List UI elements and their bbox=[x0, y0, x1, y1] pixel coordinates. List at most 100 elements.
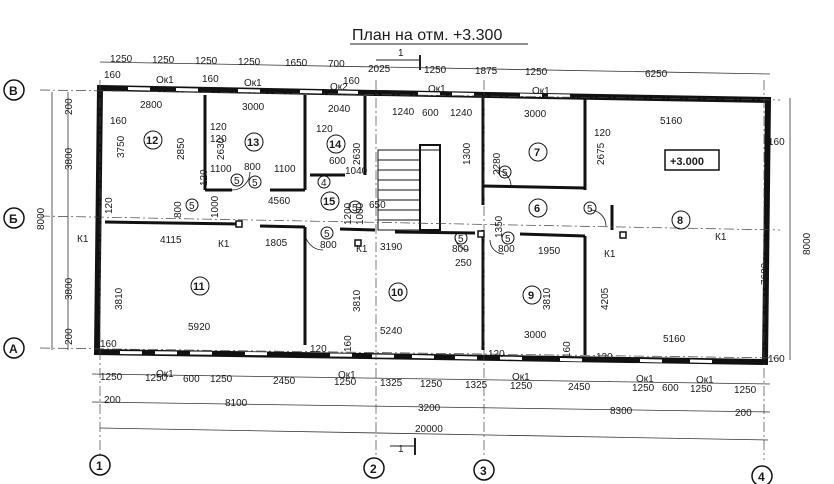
axis-label-v: В bbox=[9, 84, 18, 98]
room-8: 8 bbox=[677, 215, 683, 227]
svg-text:1100: 1100 bbox=[210, 164, 232, 175]
svg-text:5: 5 bbox=[505, 234, 511, 245]
svg-text:120: 120 bbox=[594, 128, 611, 139]
room-13: 13 bbox=[247, 137, 259, 149]
svg-text:2025: 2025 bbox=[368, 64, 391, 75]
svg-text:160: 160 bbox=[768, 354, 785, 365]
svg-text:5: 5 bbox=[502, 168, 508, 179]
svg-text:8300: 8300 bbox=[610, 406, 633, 417]
svg-text:1250: 1250 bbox=[734, 385, 757, 396]
svg-text:5240: 5240 bbox=[380, 326, 403, 337]
room-numbers: 11 12 13 14 15 6 7 8 9 10 bbox=[143, 130, 691, 305]
room-12: 12 bbox=[146, 135, 158, 147]
svg-text:Ок1: Ок1 bbox=[512, 372, 530, 383]
axis-bubbles: В Б А 1 2 3 4 bbox=[3, 79, 773, 484]
svg-text:800: 800 bbox=[173, 201, 184, 218]
room-14: 14 bbox=[329, 139, 342, 151]
svg-text:К1: К1 bbox=[77, 234, 89, 245]
svg-text:3750: 3750 bbox=[116, 135, 127, 158]
svg-text:4205: 4205 bbox=[600, 287, 611, 310]
svg-text:250: 250 bbox=[455, 258, 472, 269]
svg-text:К1: К1 bbox=[715, 232, 727, 243]
svg-text:1650: 1650 bbox=[285, 58, 308, 69]
axis-bubble-2 bbox=[363, 457, 385, 479]
dims-bottom-row1: 1250 1250 600 1250 2450 1250 1325 1250 1… bbox=[100, 372, 757, 396]
svg-text:1325: 1325 bbox=[465, 380, 488, 391]
svg-text:Ок1: Ок1 bbox=[156, 75, 174, 86]
room-15: 15 bbox=[323, 196, 335, 208]
axis-label-a: А bbox=[9, 342, 18, 356]
svg-text:1250: 1250 bbox=[100, 372, 123, 383]
svg-text:К1: К1 bbox=[218, 239, 230, 250]
svg-text:3000: 3000 bbox=[524, 109, 547, 120]
column-labels: К1 К1 К1 К1 К1 bbox=[77, 232, 727, 260]
svg-text:600: 600 bbox=[422, 108, 439, 119]
svg-text:1250: 1250 bbox=[424, 65, 447, 76]
svg-text:3800: 3800 bbox=[64, 147, 75, 170]
svg-text:1875: 1875 bbox=[475, 66, 498, 77]
svg-text:5920: 5920 bbox=[188, 322, 211, 333]
svg-text:2280: 2280 bbox=[492, 152, 503, 175]
svg-text:5: 5 bbox=[324, 229, 330, 240]
svg-text:1000: 1000 bbox=[210, 195, 221, 218]
svg-text:4115: 4115 bbox=[160, 235, 182, 246]
dim-total: 20000 bbox=[415, 424, 443, 435]
svg-text:120: 120 bbox=[210, 122, 227, 133]
svg-text:7680: 7680 bbox=[760, 262, 771, 285]
svg-text:Ок1: Ок1 bbox=[532, 86, 550, 97]
svg-text:1300: 1300 bbox=[462, 142, 473, 165]
svg-text:2850: 2850 bbox=[176, 137, 187, 160]
svg-text:2040: 2040 bbox=[328, 104, 351, 115]
svg-text:3000: 3000 bbox=[524, 330, 547, 341]
svg-text:200: 200 bbox=[64, 328, 75, 345]
top-windows bbox=[127, 87, 571, 98]
plan-title: План на отм. +3.300 bbox=[352, 27, 502, 44]
room-11: 11 bbox=[193, 281, 205, 293]
svg-text:160: 160 bbox=[562, 341, 573, 358]
svg-text:2675: 2675 bbox=[596, 142, 607, 165]
svg-text:120: 120 bbox=[104, 197, 115, 214]
svg-text:8000: 8000 bbox=[802, 232, 813, 255]
svg-text:200: 200 bbox=[64, 98, 75, 115]
svg-text:160: 160 bbox=[768, 137, 785, 148]
dimension-lines bbox=[51, 61, 791, 441]
svg-text:5: 5 bbox=[189, 201, 195, 212]
svg-text:2630: 2630 bbox=[216, 137, 227, 160]
dims-right: 160 8000 160 bbox=[768, 137, 813, 365]
svg-text:4560: 4560 bbox=[268, 196, 291, 207]
svg-text:120: 120 bbox=[596, 352, 613, 363]
svg-text:700: 700 bbox=[328, 59, 345, 70]
svg-text:5160: 5160 bbox=[660, 116, 683, 127]
svg-text:600: 600 bbox=[329, 156, 346, 167]
svg-text:8100: 8100 bbox=[225, 398, 248, 409]
level-mark-box bbox=[664, 149, 720, 171]
svg-text:Ок1: Ок1 bbox=[428, 84, 446, 95]
room-9: 9 bbox=[528, 290, 534, 302]
axis-bubble-1 bbox=[89, 454, 111, 476]
svg-text:600: 600 bbox=[662, 383, 679, 394]
svg-text:1350: 1350 bbox=[494, 215, 505, 238]
svg-text:1805: 1805 bbox=[265, 238, 288, 249]
axis-label-4: 4 bbox=[758, 470, 765, 484]
axis-label-b: Б bbox=[9, 212, 18, 226]
staircase bbox=[377, 144, 441, 231]
svg-text:5: 5 bbox=[234, 176, 240, 187]
room-6: 6 bbox=[534, 203, 540, 215]
axis-bubble-a bbox=[3, 337, 25, 359]
svg-text:К1: К1 bbox=[604, 249, 616, 260]
svg-text:160: 160 bbox=[343, 76, 360, 87]
svg-text:1000: 1000 bbox=[355, 202, 366, 225]
svg-text:1250: 1250 bbox=[195, 56, 218, 67]
svg-text:800: 800 bbox=[452, 244, 469, 255]
section-mark-top: 1 bbox=[398, 48, 404, 59]
interior-walls bbox=[104, 95, 614, 355]
svg-text:Ок1: Ок1 bbox=[696, 375, 714, 386]
bottom-windows bbox=[119, 351, 713, 363]
dims-top: 1250 1250 1250 1250 1650 700 2025 1250 1… bbox=[104, 54, 668, 87]
svg-text:160: 160 bbox=[104, 70, 121, 81]
svg-text:120: 120 bbox=[199, 169, 210, 186]
svg-text:6250: 6250 bbox=[645, 69, 668, 80]
svg-text:120: 120 bbox=[310, 344, 327, 355]
svg-text:3800: 3800 bbox=[64, 277, 75, 300]
